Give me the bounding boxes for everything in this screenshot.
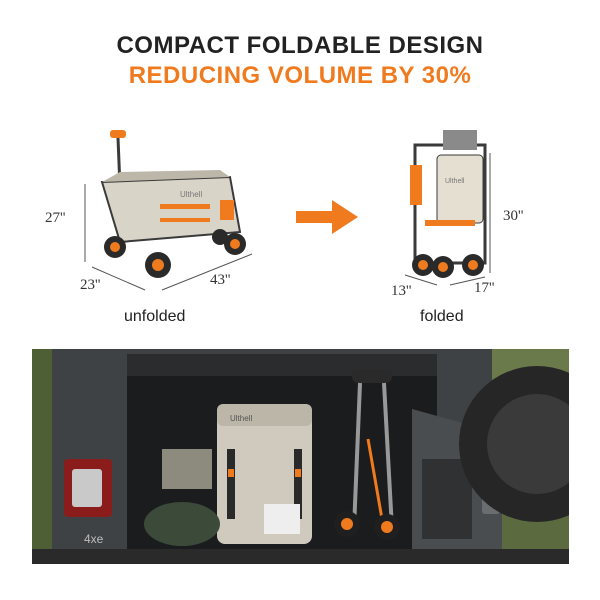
folded-logo: Ulthell — [445, 178, 465, 185]
folded-width-label: 17'' — [474, 280, 495, 296]
cooler-logo: Ulthell — [230, 414, 252, 423]
unfolded-width-label: 43'' — [210, 272, 231, 288]
unfolded-caption: unfolded — [124, 308, 186, 325]
unfolded-depth-label: 23'' — [80, 277, 101, 293]
vehicle-trunk-photo: 4xe Ulthell — [32, 349, 569, 564]
unfolded-height-label: 27'' — [45, 210, 66, 226]
folded-caption: folded — [420, 308, 464, 325]
folded-height-label: 30'' — [503, 208, 524, 224]
folded-cart-illustration: Ulthell — [404, 130, 491, 286]
folded-depth-label: 13'' — [391, 283, 412, 299]
unfolded-logo: Ulthell — [180, 190, 202, 199]
headline-main: COMPACT FOLDABLE DESIGN — [116, 32, 484, 59]
headline-subtitle: REDUCING VOLUME BY 30% — [128, 62, 472, 89]
vehicle-badge: 4xe — [84, 532, 104, 546]
unfolded-cart-illustration: Ulthell — [84, 130, 253, 291]
arrow-right-icon — [296, 200, 358, 234]
